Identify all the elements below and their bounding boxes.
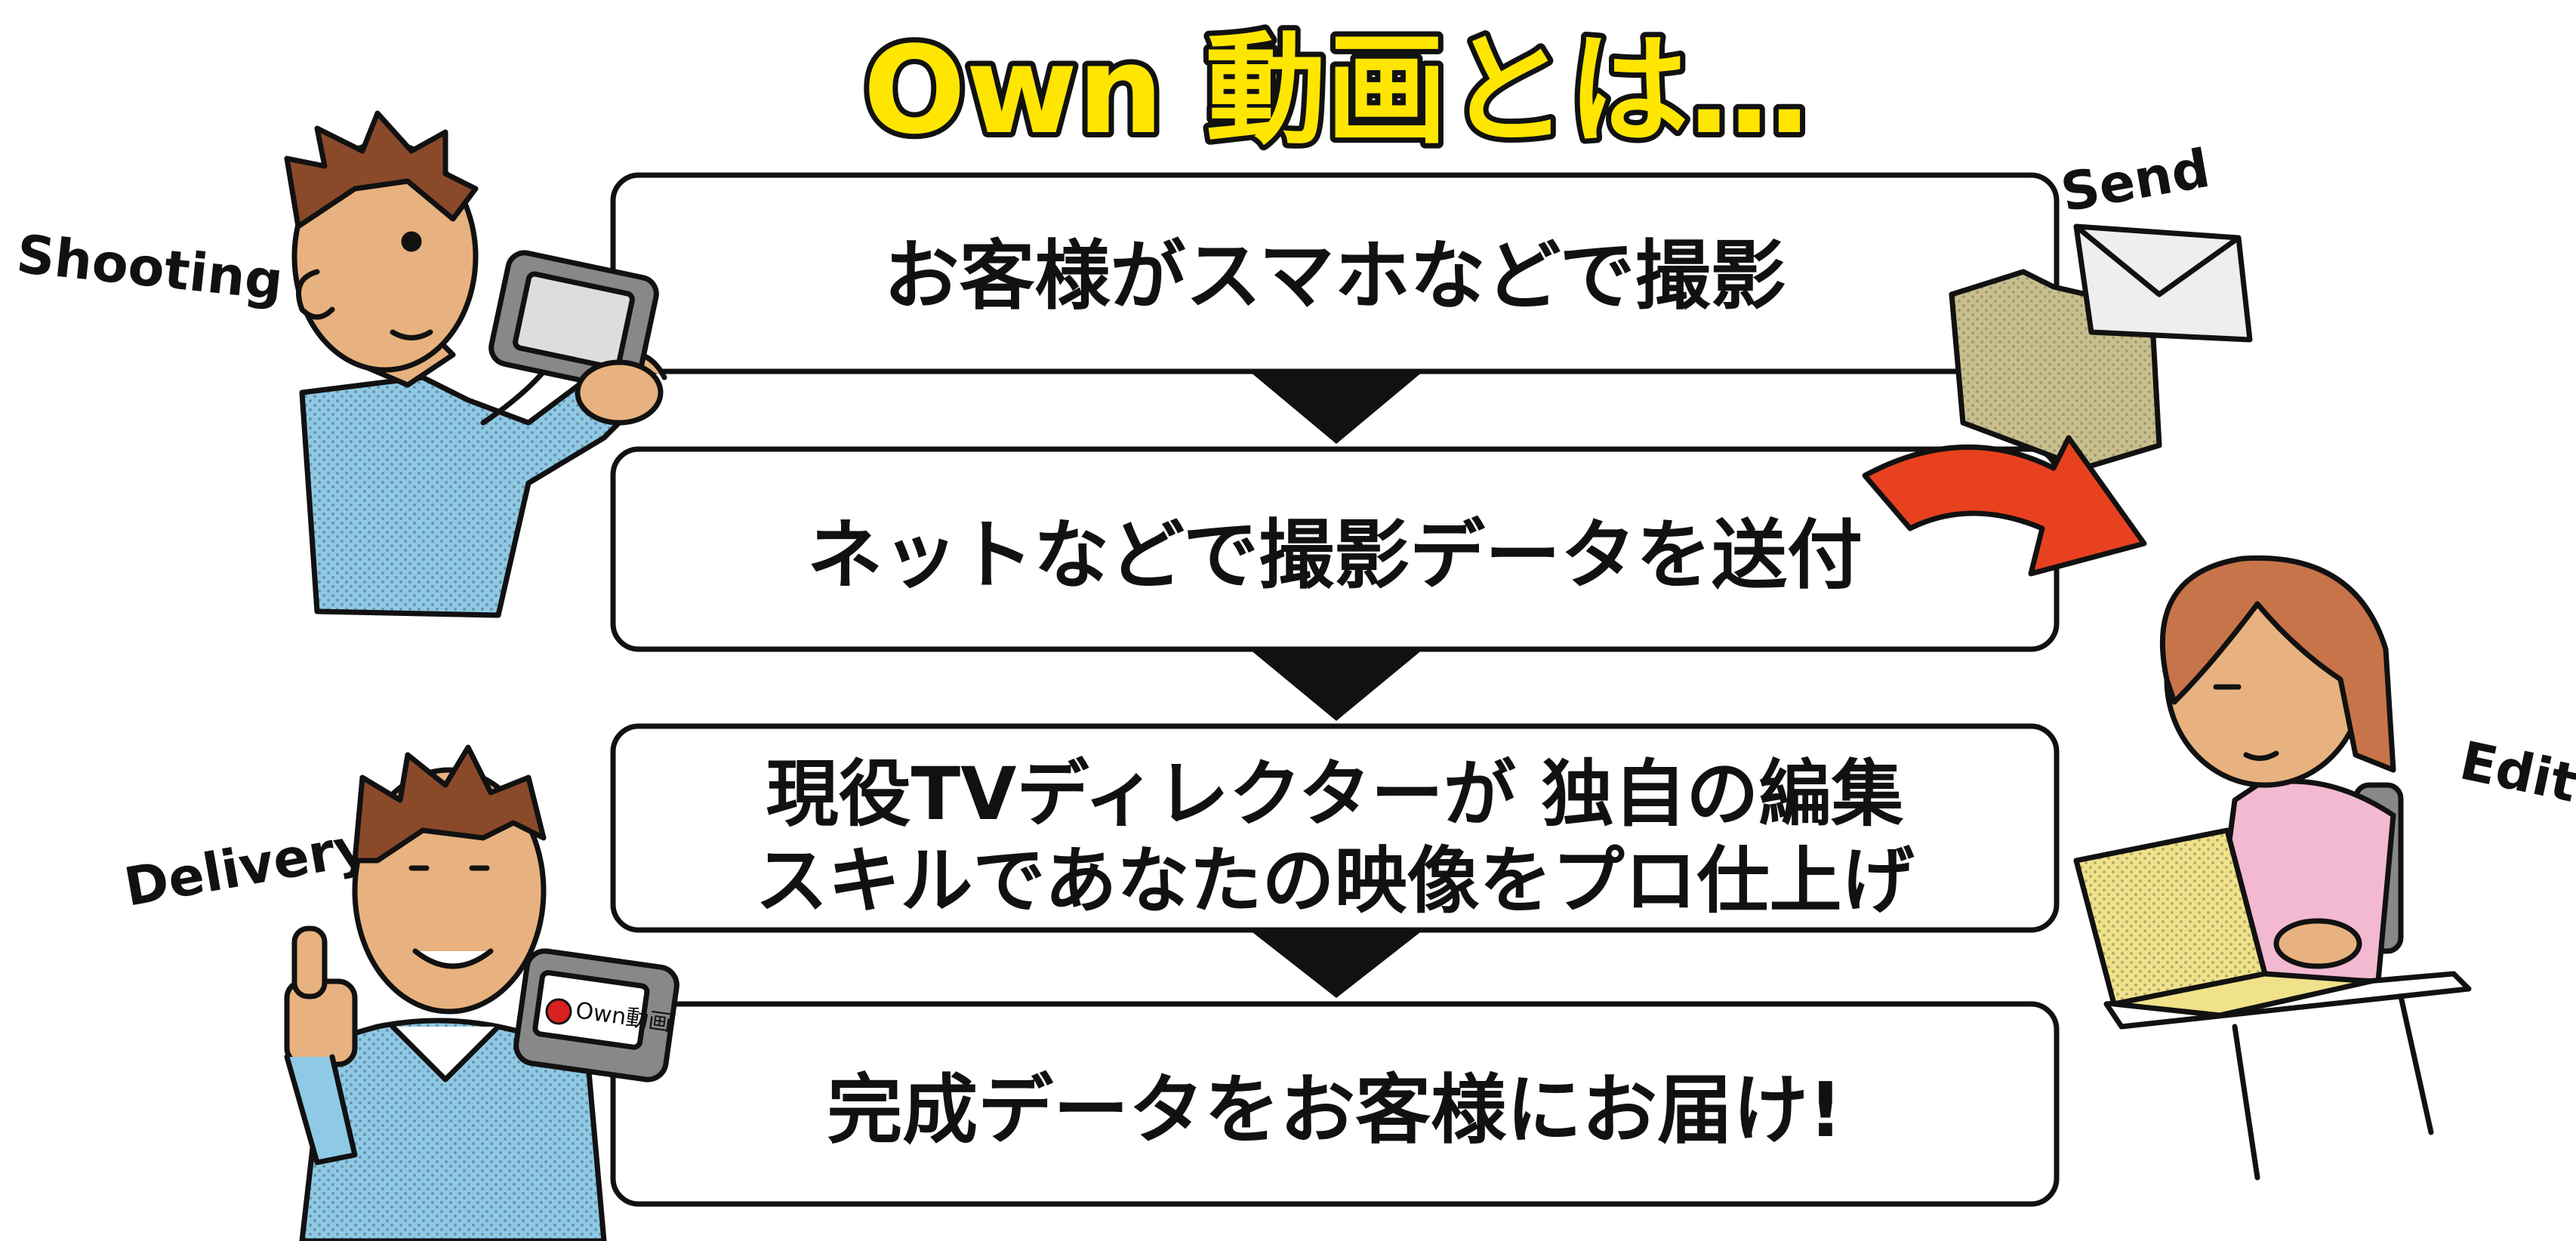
video-device: Own動画: [513, 948, 679, 1082]
label-send: Send: [2057, 137, 2214, 224]
title: Own 動画とは…: [863, 20, 1809, 161]
send-illustration: [1862, 223, 2253, 577]
label-delivery: Delivery: [120, 815, 374, 919]
flow-steps: お客様がスマホなどで撮影 ネットなどで撮影データを送付 現役TVディレクターが …: [610, 172, 2060, 1207]
step-4-text: 完成データをお客様にお届け!: [827, 1066, 1843, 1154]
label-shooting: Shooting: [14, 223, 285, 313]
step-3-text-line2: スキルであなたの映像をプロ仕上げ: [755, 839, 1914, 923]
envelope-icon: [2073, 223, 2253, 343]
thumbs-up-icon: [284, 925, 358, 1166]
step-2-text: ネットなどで撮影データを送付: [807, 511, 1863, 599]
red-curved-arrow: [1862, 435, 2147, 577]
step-1-text: お客様がスマホなどで撮影: [884, 232, 1786, 320]
step-3-text-line1: 現役TVディレクターが 独自の編集: [766, 752, 1904, 836]
shooting-man-illustration: [284, 110, 667, 618]
label-edit: Edit: [2454, 729, 2576, 815]
editor-woman-illustration: [2073, 555, 2472, 1181]
step-arrow-3: [1249, 930, 1423, 998]
step-arrow-1: [1249, 371, 1423, 444]
title-group: Own 動画とは…: [858, 14, 1814, 166]
laptop-icon: [2073, 827, 2374, 1018]
delivery-man-illustration: Own動画: [284, 744, 679, 1241]
step-box-4: [610, 1001, 2060, 1207]
step-arrow-2: [1249, 649, 1423, 721]
